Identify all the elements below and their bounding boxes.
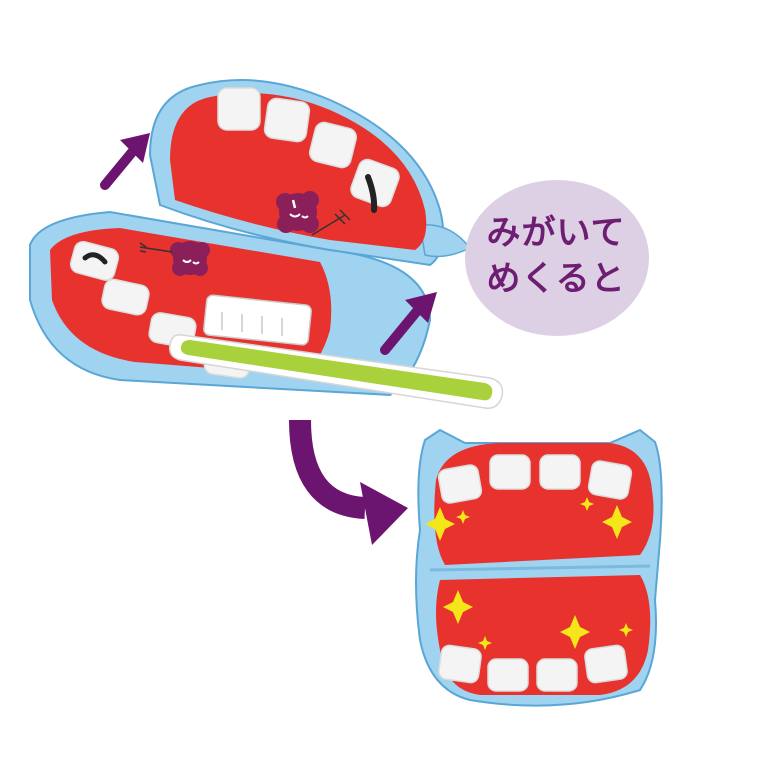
top-teeth (217, 87, 400, 208)
toothbrush (168, 294, 504, 409)
book-before (29, 79, 504, 409)
speech-bubble-text: みがいて めくると (472, 210, 640, 302)
bubble-line-2: めくると (486, 259, 626, 299)
germ-character (276, 191, 351, 236)
cavity-mark (82, 252, 108, 265)
germ-character (139, 241, 210, 276)
speech-bubble (465, 180, 649, 336)
up-arrow-right-icon (380, 300, 427, 355)
cavity-mark (365, 174, 378, 213)
book-after (415, 428, 663, 707)
curved-down-arrow-icon (289, 419, 367, 519)
bubble-line-1: みがいて (486, 213, 626, 253)
sparkle-icons (425, 497, 633, 650)
